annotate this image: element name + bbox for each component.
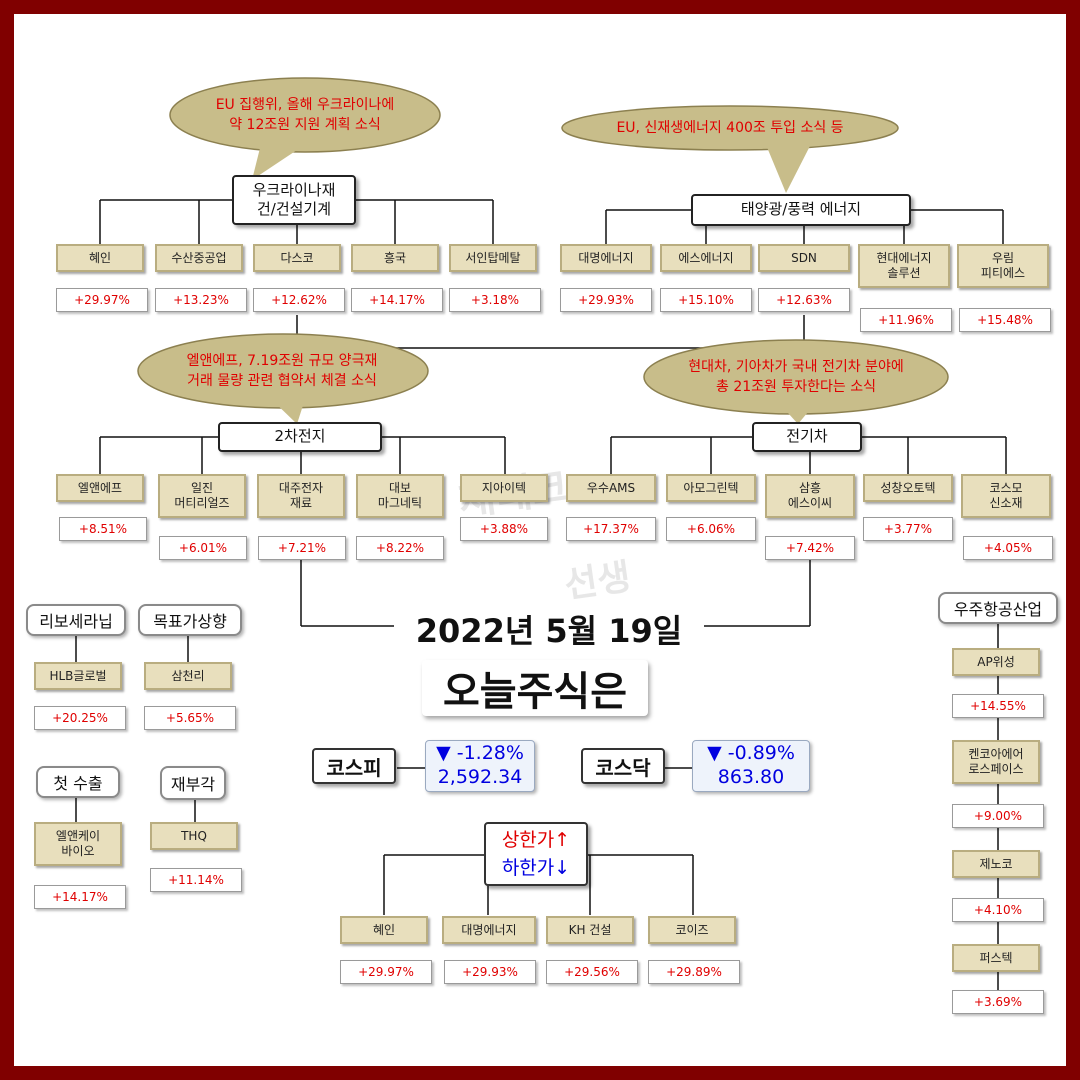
stock-change: +12.63% [758, 288, 850, 312]
kospi-label: 코스피 [312, 748, 396, 784]
stock-change: +12.62% [253, 288, 345, 312]
stock-name: 엘앤케이 바이오 [34, 822, 122, 866]
stock-name: THQ [150, 822, 238, 850]
stock-change: +20.25% [34, 706, 126, 730]
stock-change: +4.10% [952, 898, 1044, 922]
news-bubble-solar-shape [561, 105, 899, 151]
theme-re-highlight: 재부각 [160, 766, 226, 800]
stock-name: 대주전자 재료 [257, 474, 345, 518]
infographic-canvas: 재테크 선생 EU 집행위, 올해 우크라이나에 약 12조원 지원 계획 소식… [14, 14, 1066, 1066]
kospi-value-box: ▼ -1.28% 2,592.34 [425, 740, 535, 792]
stock-change: +7.21% [258, 536, 346, 560]
stock-name: 흥국 [351, 244, 439, 272]
stock-change: +14.17% [34, 885, 126, 909]
stock-change: +5.65% [144, 706, 236, 730]
category-ev: 전기차 [752, 422, 862, 452]
date-title: 2022년 5월 19일 [394, 604, 704, 654]
kosdaq-value-box: ▼ -0.89% 863.80 [692, 740, 810, 792]
stock-change: +29.93% [560, 288, 652, 312]
stock-change: +15.48% [959, 308, 1051, 332]
stock-name: 켄코아에어 로스페이스 [952, 740, 1040, 784]
stock-name: SDN [758, 244, 850, 272]
stock-change: +14.17% [351, 288, 443, 312]
limit-down-label: 하한가↓ [501, 857, 571, 879]
stock-change: +3.69% [952, 990, 1044, 1014]
theme-rivoceranib: 리보세라닙 [26, 604, 126, 636]
stock-name: 코이즈 [648, 916, 736, 944]
stock-change: +3.18% [449, 288, 541, 312]
stock-name: 대명에너지 [560, 244, 652, 272]
stock-name: 우수AMS [566, 474, 656, 502]
stock-change: +29.56% [546, 960, 638, 984]
news-ev: 현대차, 기아차가 국내 전기차 분야에 총 21조원 투자한다는 소식 [688, 358, 904, 395]
stock-name: 현대에너지 솔루션 [858, 244, 950, 288]
stock-name: 우림 피티에스 [957, 244, 1049, 288]
news-solar: EU, 신재생에너지 400조 투입 소식 등 [616, 119, 844, 136]
category-solar-wind: 태양광/풍력 에너지 [691, 194, 911, 226]
limit-legend-box: 상한가↑ 하한가↓ [484, 822, 588, 886]
page-subtitle: 오늘주식은 [422, 660, 648, 716]
news-battery: 엘앤에프, 7.19조원 규모 양극재 거래 물량 관련 협약서 체결 소식 [186, 352, 378, 389]
stock-change: +4.05% [963, 536, 1053, 560]
stock-name: 서인탑메탈 [449, 244, 537, 272]
category-ukraine-reconstruction: 우크라이나재 건/건설기계 [232, 175, 356, 225]
stock-name: 엘앤에프 [56, 474, 144, 502]
stock-name: 삼흥 에스이씨 [765, 474, 855, 518]
kospi-change: ▼ -1.28% [436, 742, 524, 764]
watermark-line2: 선생 [561, 556, 634, 607]
stock-change: +13.23% [155, 288, 247, 312]
theme-first-export: 첫 수출 [36, 766, 120, 798]
stock-change: +8.51% [59, 517, 147, 541]
stock-change: +17.37% [566, 517, 656, 541]
stock-change: +29.89% [648, 960, 740, 984]
stock-change: +11.96% [860, 308, 952, 332]
stock-change: +7.42% [765, 536, 855, 560]
stock-name: 혜인 [56, 244, 144, 272]
stock-change: +8.22% [356, 536, 444, 560]
theme-aerospace: 우주항공산업 [938, 592, 1058, 624]
stock-name: 아모그린텍 [666, 474, 756, 502]
stock-change: +6.06% [666, 517, 756, 541]
stock-name: 다스코 [253, 244, 341, 272]
stock-change: +3.88% [460, 517, 548, 541]
kosdaq-index: 863.80 [717, 765, 785, 788]
kospi-index: 2,592.34 [437, 765, 523, 788]
limit-up-label: 상한가↑ [501, 829, 571, 851]
stock-change: +29.97% [56, 288, 148, 312]
news-ukraine: EU 집행위, 올해 우크라이나에 약 12조원 지원 계획 소식 [215, 96, 395, 133]
kosdaq-label: 코스닥 [581, 748, 665, 784]
stock-name: 코스모 신소재 [961, 474, 1051, 518]
stock-change: +6.01% [159, 536, 247, 560]
stock-name: 대보 마그네틱 [356, 474, 444, 518]
stock-change: +29.97% [340, 960, 432, 984]
news-bubble-ukraine-shape [169, 77, 441, 153]
category-secondary-battery: 2차전지 [218, 422, 382, 452]
stock-name: 삼천리 [144, 662, 232, 690]
stock-change: +11.14% [150, 868, 242, 892]
stock-name: 혜인 [340, 916, 428, 944]
theme-target-price-up: 목표가상향 [138, 604, 242, 636]
stock-change: +3.77% [863, 517, 953, 541]
stock-name: 퍼스텍 [952, 944, 1040, 972]
stock-change: +9.00% [952, 804, 1044, 828]
stock-name: KH 건설 [546, 916, 634, 944]
stock-name: 수산중공업 [155, 244, 243, 272]
stock-change: +29.93% [444, 960, 536, 984]
connector-lines [75, 77, 1007, 1000]
stock-name: 일진 머티리얼즈 [158, 474, 246, 518]
stock-name: 지아이텍 [460, 474, 548, 502]
kosdaq-change: ▼ -0.89% [707, 742, 795, 764]
stock-change: +14.55% [952, 694, 1044, 718]
stock-name: 성창오토텍 [863, 474, 953, 502]
stock-change: +15.10% [660, 288, 752, 312]
stock-name: HLB글로벌 [34, 662, 122, 690]
stock-name: 에스에너지 [660, 244, 752, 272]
stock-name: 대명에너지 [442, 916, 536, 944]
stock-name: 제노코 [952, 850, 1040, 878]
stock-name: AP위성 [952, 648, 1040, 676]
